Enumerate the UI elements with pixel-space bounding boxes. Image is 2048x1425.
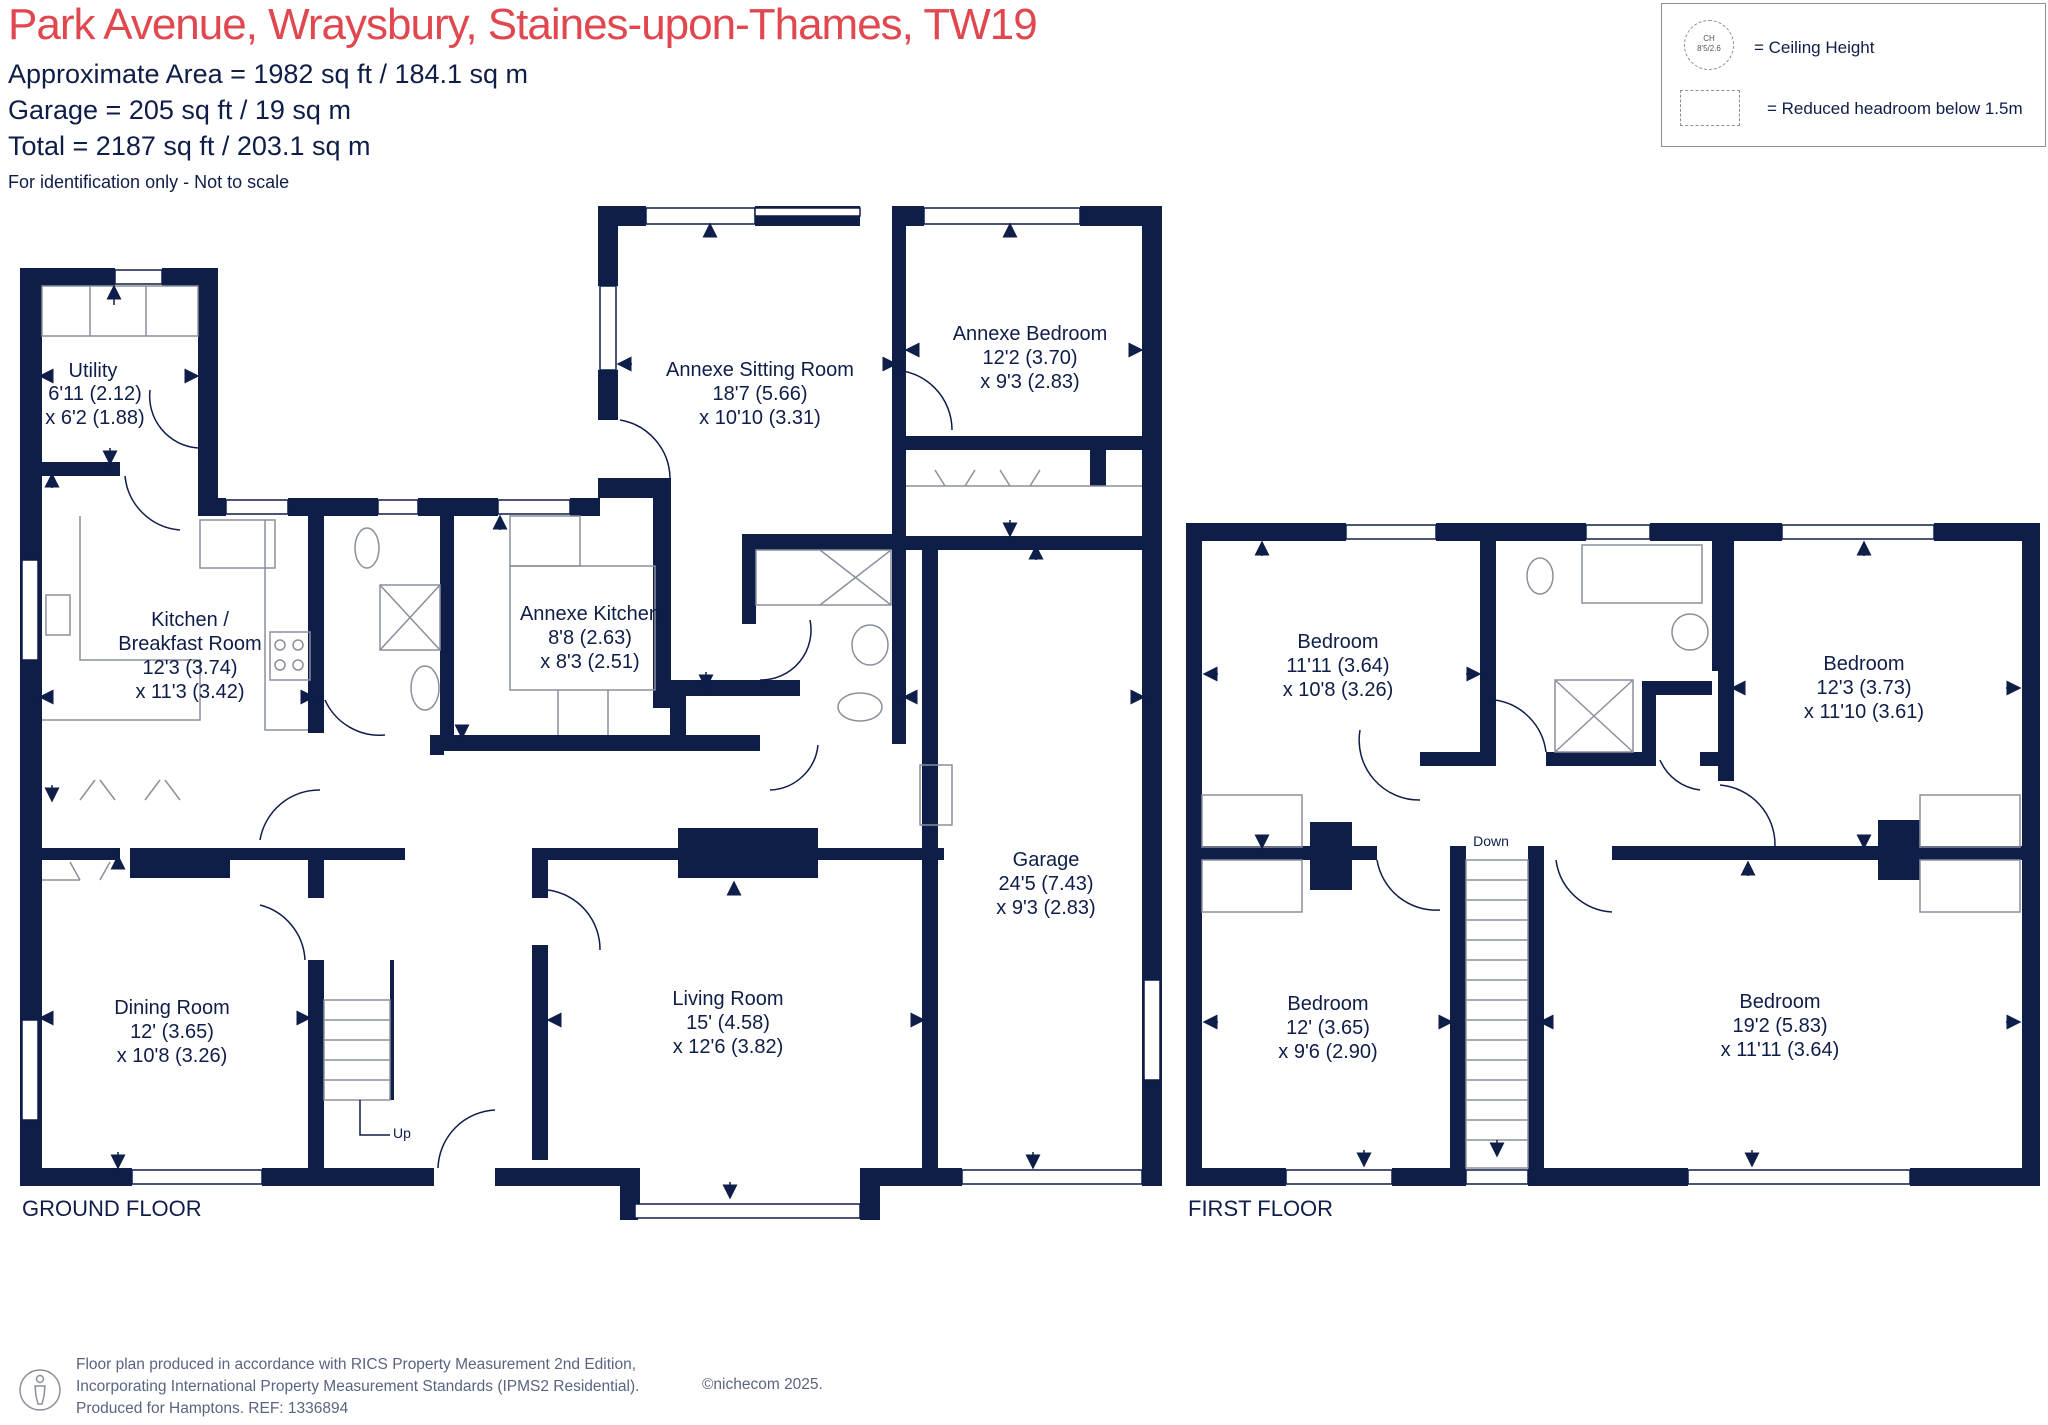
footer-line-1: Floor plan produced in accordance with R… (76, 1356, 637, 1373)
room-dim-bedroom-4-a: 19'2 (5.83) (1733, 1015, 1828, 1037)
room-dim-bedroom-2-b: x 11'10 (3.61) (1804, 701, 1924, 723)
first-floor-windows (1285, 524, 1935, 1185)
reduced-headroom-label: = Reduced headroom below 1.5m (1767, 99, 2023, 118)
stairs-down-label: Down (1473, 833, 1509, 849)
ground-floor-room-labels: Utility 6'11 (2.12) x 6'2 (1.88) Kitchen… (45, 323, 1107, 1141)
room-dim-annexe-kitchen-1: 8'8 (2.63) (548, 627, 632, 649)
room-dim-living-1: 15' (4.58) (686, 1012, 770, 1034)
room-dim-utility-1: 6'11 (2.12) (48, 383, 142, 405)
total-area: Total = 2187 sq ft / 203.1 sq m (8, 131, 371, 161)
footer-line-2: Incorporating International Property Mea… (76, 1378, 640, 1395)
first-floor-room-labels: Bedroom 11'11 (3.64) x 10'8 (3.26) Bedro… (1278, 631, 1924, 1063)
room-dim-living-2: x 12'6 (3.82) (673, 1036, 784, 1058)
room-name-utility: Utility (69, 360, 118, 382)
room-dim-kitchen-1: Breakfast Room (118, 633, 261, 655)
ground-floor-dimension-arrows (38, 222, 1146, 1200)
room-dim-annexe-sitting-1: 18'7 (5.66) (713, 383, 808, 405)
room-name-annexe-bedroom: Annexe Bedroom (953, 323, 1108, 345)
legend-box: CH 8'5/2.6 = Ceiling Height = Reduced he… (1661, 3, 2046, 147)
ground-floor-label: GROUND FLOOR (22, 1196, 202, 1221)
room-dim-bedroom-3-b: x 9'6 (2.90) (1278, 1041, 1377, 1063)
room-name-bedroom-2: Bedroom (1823, 653, 1904, 675)
room-name-garage: Garage (1013, 849, 1080, 871)
stairs-up-label: Up (393, 1125, 411, 1141)
room-name-annexe-sitting-room: Annexe Sitting Room (666, 359, 854, 381)
measurement-person-icon (19, 1369, 61, 1411)
room-dim-bedroom-1-a: 11'11 (3.64) (1286, 655, 1389, 677)
room-dim-bedroom-1-b: x 10'8 (3.26) (1283, 679, 1394, 701)
room-dim-bedroom-2-a: 12'3 (3.73) (1817, 677, 1912, 699)
room-name-kitchen: Kitchen / (151, 609, 229, 631)
room-name-dining-room: Dining Room (114, 997, 230, 1019)
ceiling-symbol-value: 8'5/2.6 (1697, 44, 1721, 53)
room-dim-bedroom-4-b: x 11'11 (3.64) (1721, 1039, 1840, 1061)
ground-floor-walls (20, 206, 1162, 1220)
ground-floor-windows (21, 207, 1161, 1219)
ceiling-symbol-text: CH (1703, 34, 1715, 43)
room-dim-annexe-bedroom-1: 12'2 (3.70) (983, 347, 1078, 369)
room-dim-dining-1: 12' (3.65) (130, 1021, 214, 1043)
first-floor-doors (1358, 699, 1776, 913)
garage-area: Garage = 205 sq ft / 19 sq m (8, 95, 351, 125)
room-dim-garage-1: 24'5 (7.43) (999, 873, 1094, 895)
identification-note: For identification only - Not to scale (8, 172, 290, 192)
room-name-bedroom-3: Bedroom (1287, 993, 1368, 1015)
area-summary: Approximate Area = 1982 sq ft / 184.1 sq… (8, 56, 528, 164)
room-name-bedroom-1: Bedroom (1297, 631, 1378, 653)
approximate-area: Approximate Area = 1982 sq ft / 184.1 sq… (8, 59, 529, 89)
first-floor-walls (1186, 523, 2040, 1186)
ground-floor-fixtures (41, 285, 1142, 1136)
footer-notes: Floor plan produced in accordance with R… (76, 1354, 639, 1420)
reduced-headroom-symbol-icon (1680, 90, 1740, 126)
first-floor-label: FIRST FLOOR (1188, 1196, 1334, 1221)
room-dim-utility-2: x 6'2 (1.88) (45, 407, 144, 429)
first-floor-dimension-arrows (1202, 540, 2022, 1168)
room-dim-kitchen-3: x 11'3 (3.42) (135, 681, 244, 703)
room-name-living-room: Living Room (672, 988, 783, 1010)
ceiling-height-label: = Ceiling Height (1754, 38, 1875, 57)
room-dim-kitchen-2: 12'3 (3.74) (143, 657, 238, 679)
door-swings (124, 369, 953, 1169)
first-floor-fixtures (1201, 544, 2021, 1169)
ceiling-height-symbol-icon: CH 8'5/2.6 (1684, 20, 1734, 70)
room-dim-garage-2: x 9'3 (2.83) (996, 897, 1095, 919)
room-dim-annexe-sitting-2: x 10'10 (3.31) (699, 407, 821, 429)
room-dim-annexe-bedroom-2: x 9'3 (2.83) (980, 371, 1079, 393)
copyright-notice: ©nichecom 2025. (702, 1376, 823, 1393)
room-name-bedroom-4: Bedroom (1739, 991, 1820, 1013)
page-title: Park Avenue, Wraysbury, Staines-upon-Tha… (8, 0, 1038, 49)
footer-line-3: Produced for Hamptons. REF: 1336894 (76, 1400, 349, 1417)
room-name-annexe-kitchen: Annexe Kitchen (520, 603, 660, 625)
room-dim-bedroom-3-a: 12' (3.65) (1286, 1017, 1370, 1039)
room-dim-annexe-kitchen-2: x 8'3 (2.51) (540, 651, 639, 673)
room-dim-dining-2: x 10'8 (3.26) (117, 1045, 228, 1067)
